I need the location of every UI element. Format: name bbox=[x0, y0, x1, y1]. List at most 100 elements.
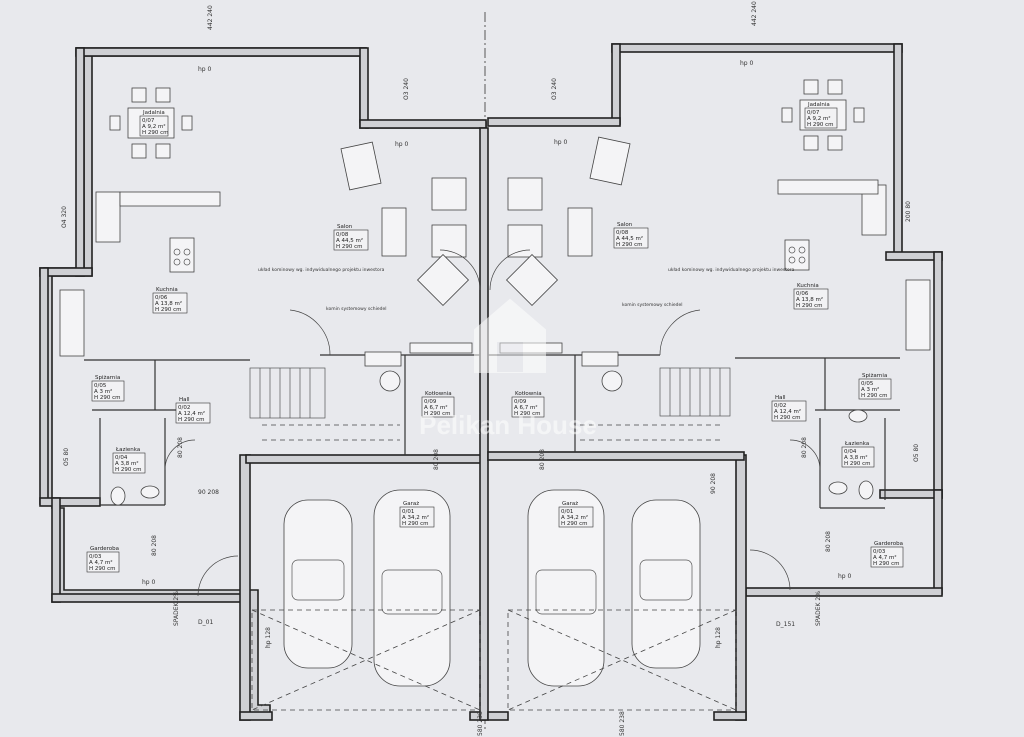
left-garage-cars bbox=[283, 489, 451, 687]
svg-text:H 290 cm: H 290 cm bbox=[142, 130, 169, 136]
left-garage-west-wall bbox=[239, 454, 251, 721]
right-salon-top-wall bbox=[487, 117, 621, 127]
svg-text:A 3,8 m²: A 3,8 m² bbox=[844, 454, 868, 461]
left-west-lower-wall bbox=[39, 267, 49, 505]
left-garage-door-area bbox=[251, 609, 481, 711]
room-label: Garderoba 0/03 A 4,7 m² H 290 cm bbox=[86, 546, 120, 573]
svg-text:0/08: 0/08 bbox=[336, 232, 349, 238]
dim-bottom-right: 580 238 bbox=[619, 711, 626, 736]
right-basin bbox=[848, 409, 868, 423]
left-room-labels: Jadalnia 0/07 A 9,2 m² H 290 cm Salon 0/… bbox=[86, 110, 455, 573]
svg-text:0/02: 0/02 bbox=[178, 405, 190, 411]
right-garage-diagonal bbox=[507, 609, 737, 711]
svg-text:Garderoba: Garderoba bbox=[874, 541, 903, 547]
svg-text:A 13,8 m²: A 13,8 m² bbox=[155, 300, 182, 307]
svg-text:Jadalnia: Jadalnia bbox=[142, 110, 165, 116]
svg-text:A 12,4 m²: A 12,4 m² bbox=[774, 408, 801, 415]
right-kitchen-units bbox=[777, 179, 931, 351]
svg-text:H 290 cm: H 290 cm bbox=[89, 566, 116, 572]
svg-text:0/05: 0/05 bbox=[94, 383, 107, 389]
right-room-labels: Jadalnia 0/07 A 9,2 m² H 290 cm Salon 0/… bbox=[511, 102, 904, 568]
svg-text:Łazienka: Łazienka bbox=[115, 447, 140, 453]
right-east-wall bbox=[893, 43, 903, 257]
left-top-wall bbox=[75, 47, 367, 57]
left-west-wall bbox=[75, 47, 85, 277]
dim-hp-4: hp 0 bbox=[740, 60, 754, 67]
svg-text:A 6,7 m²: A 6,7 m² bbox=[424, 404, 448, 411]
svg-text:H 290 cm: H 290 cm bbox=[861, 393, 888, 399]
right-toilet bbox=[858, 480, 874, 500]
right-tank bbox=[601, 370, 623, 392]
right-door-arc-2 bbox=[789, 439, 821, 471]
svg-text:H 290 cm: H 290 cm bbox=[774, 415, 801, 421]
watermark-logo: Pelikan House bbox=[419, 298, 597, 440]
svg-text:Hall: Hall bbox=[179, 397, 190, 403]
svg-text:0/06: 0/06 bbox=[155, 295, 168, 301]
left-stairs bbox=[249, 367, 400, 441]
right-unit bbox=[487, 43, 943, 721]
dim-door-1: 90 208 bbox=[198, 489, 219, 496]
dim-door-6: 80 208 bbox=[801, 437, 808, 458]
left-garage-diagonal-2 bbox=[251, 609, 481, 711]
svg-text:H 290 cm: H 290 cm bbox=[402, 521, 429, 527]
dim-top-left: 442 240 bbox=[207, 5, 214, 30]
svg-text:Garaż: Garaż bbox=[562, 501, 578, 507]
svg-text:Łazienka: Łazienka bbox=[844, 441, 869, 447]
right-door-arc-4 bbox=[489, 249, 531, 291]
svg-text:0/07: 0/07 bbox=[807, 110, 820, 116]
dim-o5-left: O5 80 bbox=[63, 448, 70, 466]
svg-text:H 290 cm: H 290 cm bbox=[336, 244, 363, 250]
svg-text:A 34,2 m²: A 34,2 m² bbox=[402, 514, 429, 521]
room-label: Jadalnia 0/07 A 9,2 m² H 290 cm bbox=[139, 110, 169, 137]
right-stairs bbox=[580, 367, 731, 441]
svg-text:Garderoba: Garderoba bbox=[90, 546, 119, 552]
dim-door-4: 90 208 bbox=[710, 473, 717, 494]
left-door-arc-2 bbox=[164, 439, 196, 471]
svg-text:0/07: 0/07 bbox=[142, 118, 155, 124]
room-label: Kuchnia 0/06 A 13,8 m² H 290 cm bbox=[793, 283, 829, 310]
svg-text:0/09: 0/09 bbox=[514, 399, 527, 405]
dim-spadek-left: SPADEK 2% bbox=[173, 591, 180, 626]
left-radiator bbox=[409, 342, 473, 354]
installation-note-left: układ kominowy wg. indywidualnego projek… bbox=[258, 267, 385, 273]
left-boiler bbox=[364, 351, 402, 367]
left-tank bbox=[379, 370, 401, 392]
dim-hp-3: hp 0 bbox=[554, 139, 568, 146]
svg-text:H 290 cm: H 290 cm bbox=[796, 303, 823, 309]
right-garage-cars bbox=[527, 489, 701, 687]
dim-hp-1: hp 0 bbox=[198, 66, 212, 73]
dim-o4-right: 200 80 bbox=[905, 201, 912, 222]
dim-door-5: 80 208 bbox=[177, 437, 184, 458]
left-salon-wall bbox=[359, 47, 369, 129]
svg-text:Spiżarnia: Spiżarnia bbox=[862, 373, 887, 379]
right-door-arc bbox=[749, 549, 791, 591]
svg-text:A 34,2 m²: A 34,2 m² bbox=[561, 514, 588, 521]
room-label: Salon 0/08 A 44,5 m² H 290 cm bbox=[613, 222, 649, 249]
dim-hp-2: hp 0 bbox=[395, 141, 409, 148]
right-garderoba-wall bbox=[933, 489, 943, 595]
chimney-note-right: komin systemowy schiedel bbox=[622, 302, 682, 308]
right-garage-door-area bbox=[507, 609, 737, 711]
svg-text:0/01: 0/01 bbox=[561, 509, 573, 515]
svg-text:Hall: Hall bbox=[775, 395, 786, 401]
dim-o3-a: O3 240 bbox=[403, 78, 410, 100]
right-south-wall bbox=[745, 587, 943, 597]
svg-text:A 3 m²: A 3 m² bbox=[861, 386, 879, 393]
room-label: Jadalnia 0/07 A 9,2 m² H 290 cm bbox=[804, 102, 838, 129]
svg-text:H 290 cm: H 290 cm bbox=[616, 242, 643, 248]
dimension-labels: 442 240 442 240 O3 240 O3 240 O4 320 200… bbox=[61, 1, 920, 736]
svg-text:0/01: 0/01 bbox=[402, 509, 414, 515]
svg-text:A 4,7 m²: A 4,7 m² bbox=[873, 554, 897, 561]
svg-text:H 290 cm: H 290 cm bbox=[424, 411, 451, 417]
room-label: Kotłownia 0/09 A 6,7 m² H 290 cm bbox=[511, 391, 545, 418]
svg-text:Kuchnia: Kuchnia bbox=[797, 283, 819, 289]
left-sink bbox=[140, 485, 160, 499]
svg-text:H 290 cm: H 290 cm bbox=[178, 417, 205, 423]
svg-text:0/03: 0/03 bbox=[873, 549, 886, 555]
left-garderoba-wall bbox=[51, 497, 61, 603]
room-label: Salon 0/08 A 44,5 m² H 290 cm bbox=[333, 224, 369, 251]
room-label: Spiżarnia 0/05 A 3 m² H 290 cm bbox=[91, 375, 125, 402]
svg-text:Kotłownia: Kotłownia bbox=[425, 391, 452, 397]
party-wall-left bbox=[479, 127, 489, 721]
